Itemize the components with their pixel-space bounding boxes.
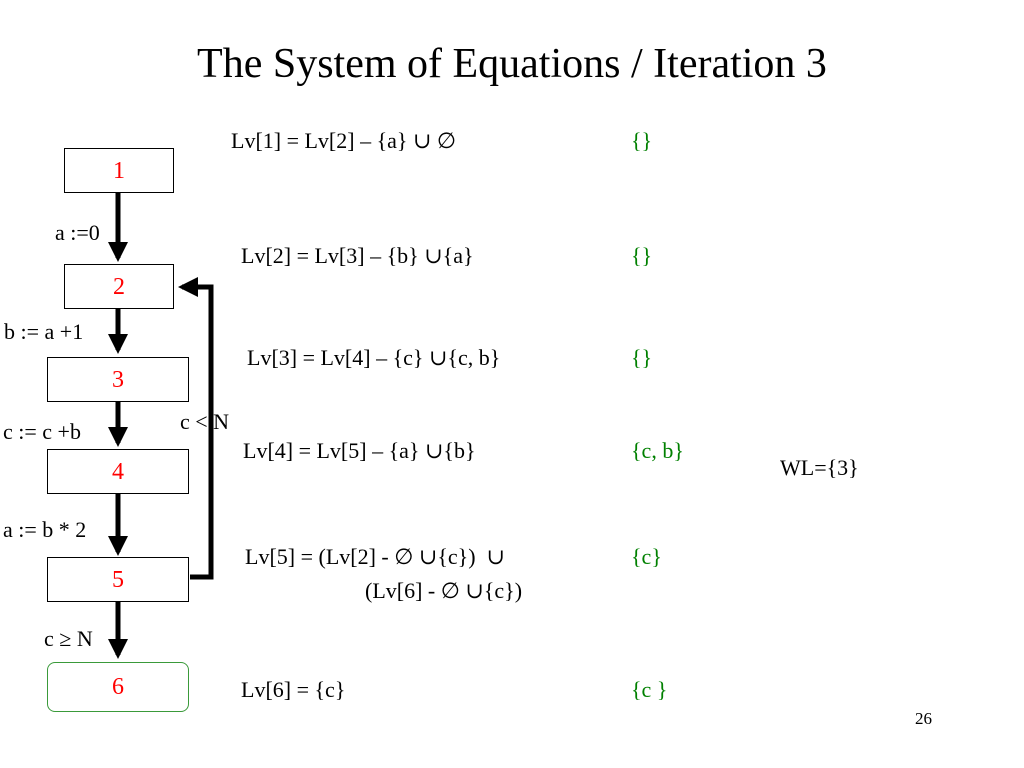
node-1: 1 [64,148,174,193]
edge-label-5-6: c ≥ N [44,626,93,651]
worklist: WL={3} [780,455,859,480]
node-6: 6 [47,662,189,712]
equation-3: Lv[3] = Lv[4] – {c} ∪{c, b} [247,345,501,370]
back-edge-label: c < N [180,409,230,434]
node-5: 5 [47,557,189,602]
value-2: {} [631,243,653,268]
edge-label-1-2: a :=0 [55,220,100,245]
edge-label-2-3: b := a +1 [4,319,84,344]
back-edge-5-2 [178,277,214,580]
node-4: 4 [47,449,189,494]
equation-4: Lv[4] = Lv[5] – {a} ∪{b} [243,438,476,463]
value-1: {} [631,128,653,153]
equation-5-line-1: Lv[5] = (Lv[2] - ∅ ∪{c}) ∪ [245,544,505,569]
edge-label-4-5: a := b * 2 [3,517,87,542]
slide-title: The System of Equations / Iteration 3 [197,41,827,87]
equation-1: Lv[1] = Lv[2] – {a} ∪ ∅ [231,128,457,153]
node-3: 3 [47,357,189,402]
page-number: 26 [915,709,932,728]
value-6: {c } [631,677,668,702]
equation-5-line-2: (Lv[6] - ∅ ∪{c}) [365,578,523,603]
equation-6: Lv[6] = {c} [241,677,346,702]
equation-2: Lv[2] = Lv[3] – {b} ∪{a} [241,243,474,268]
edge-label-3-4: c := c +b [3,419,81,444]
value-5: {c} [631,544,662,569]
node-2: 2 [64,264,174,309]
value-3: {} [631,345,653,370]
value-4: {c, b} [631,438,684,463]
